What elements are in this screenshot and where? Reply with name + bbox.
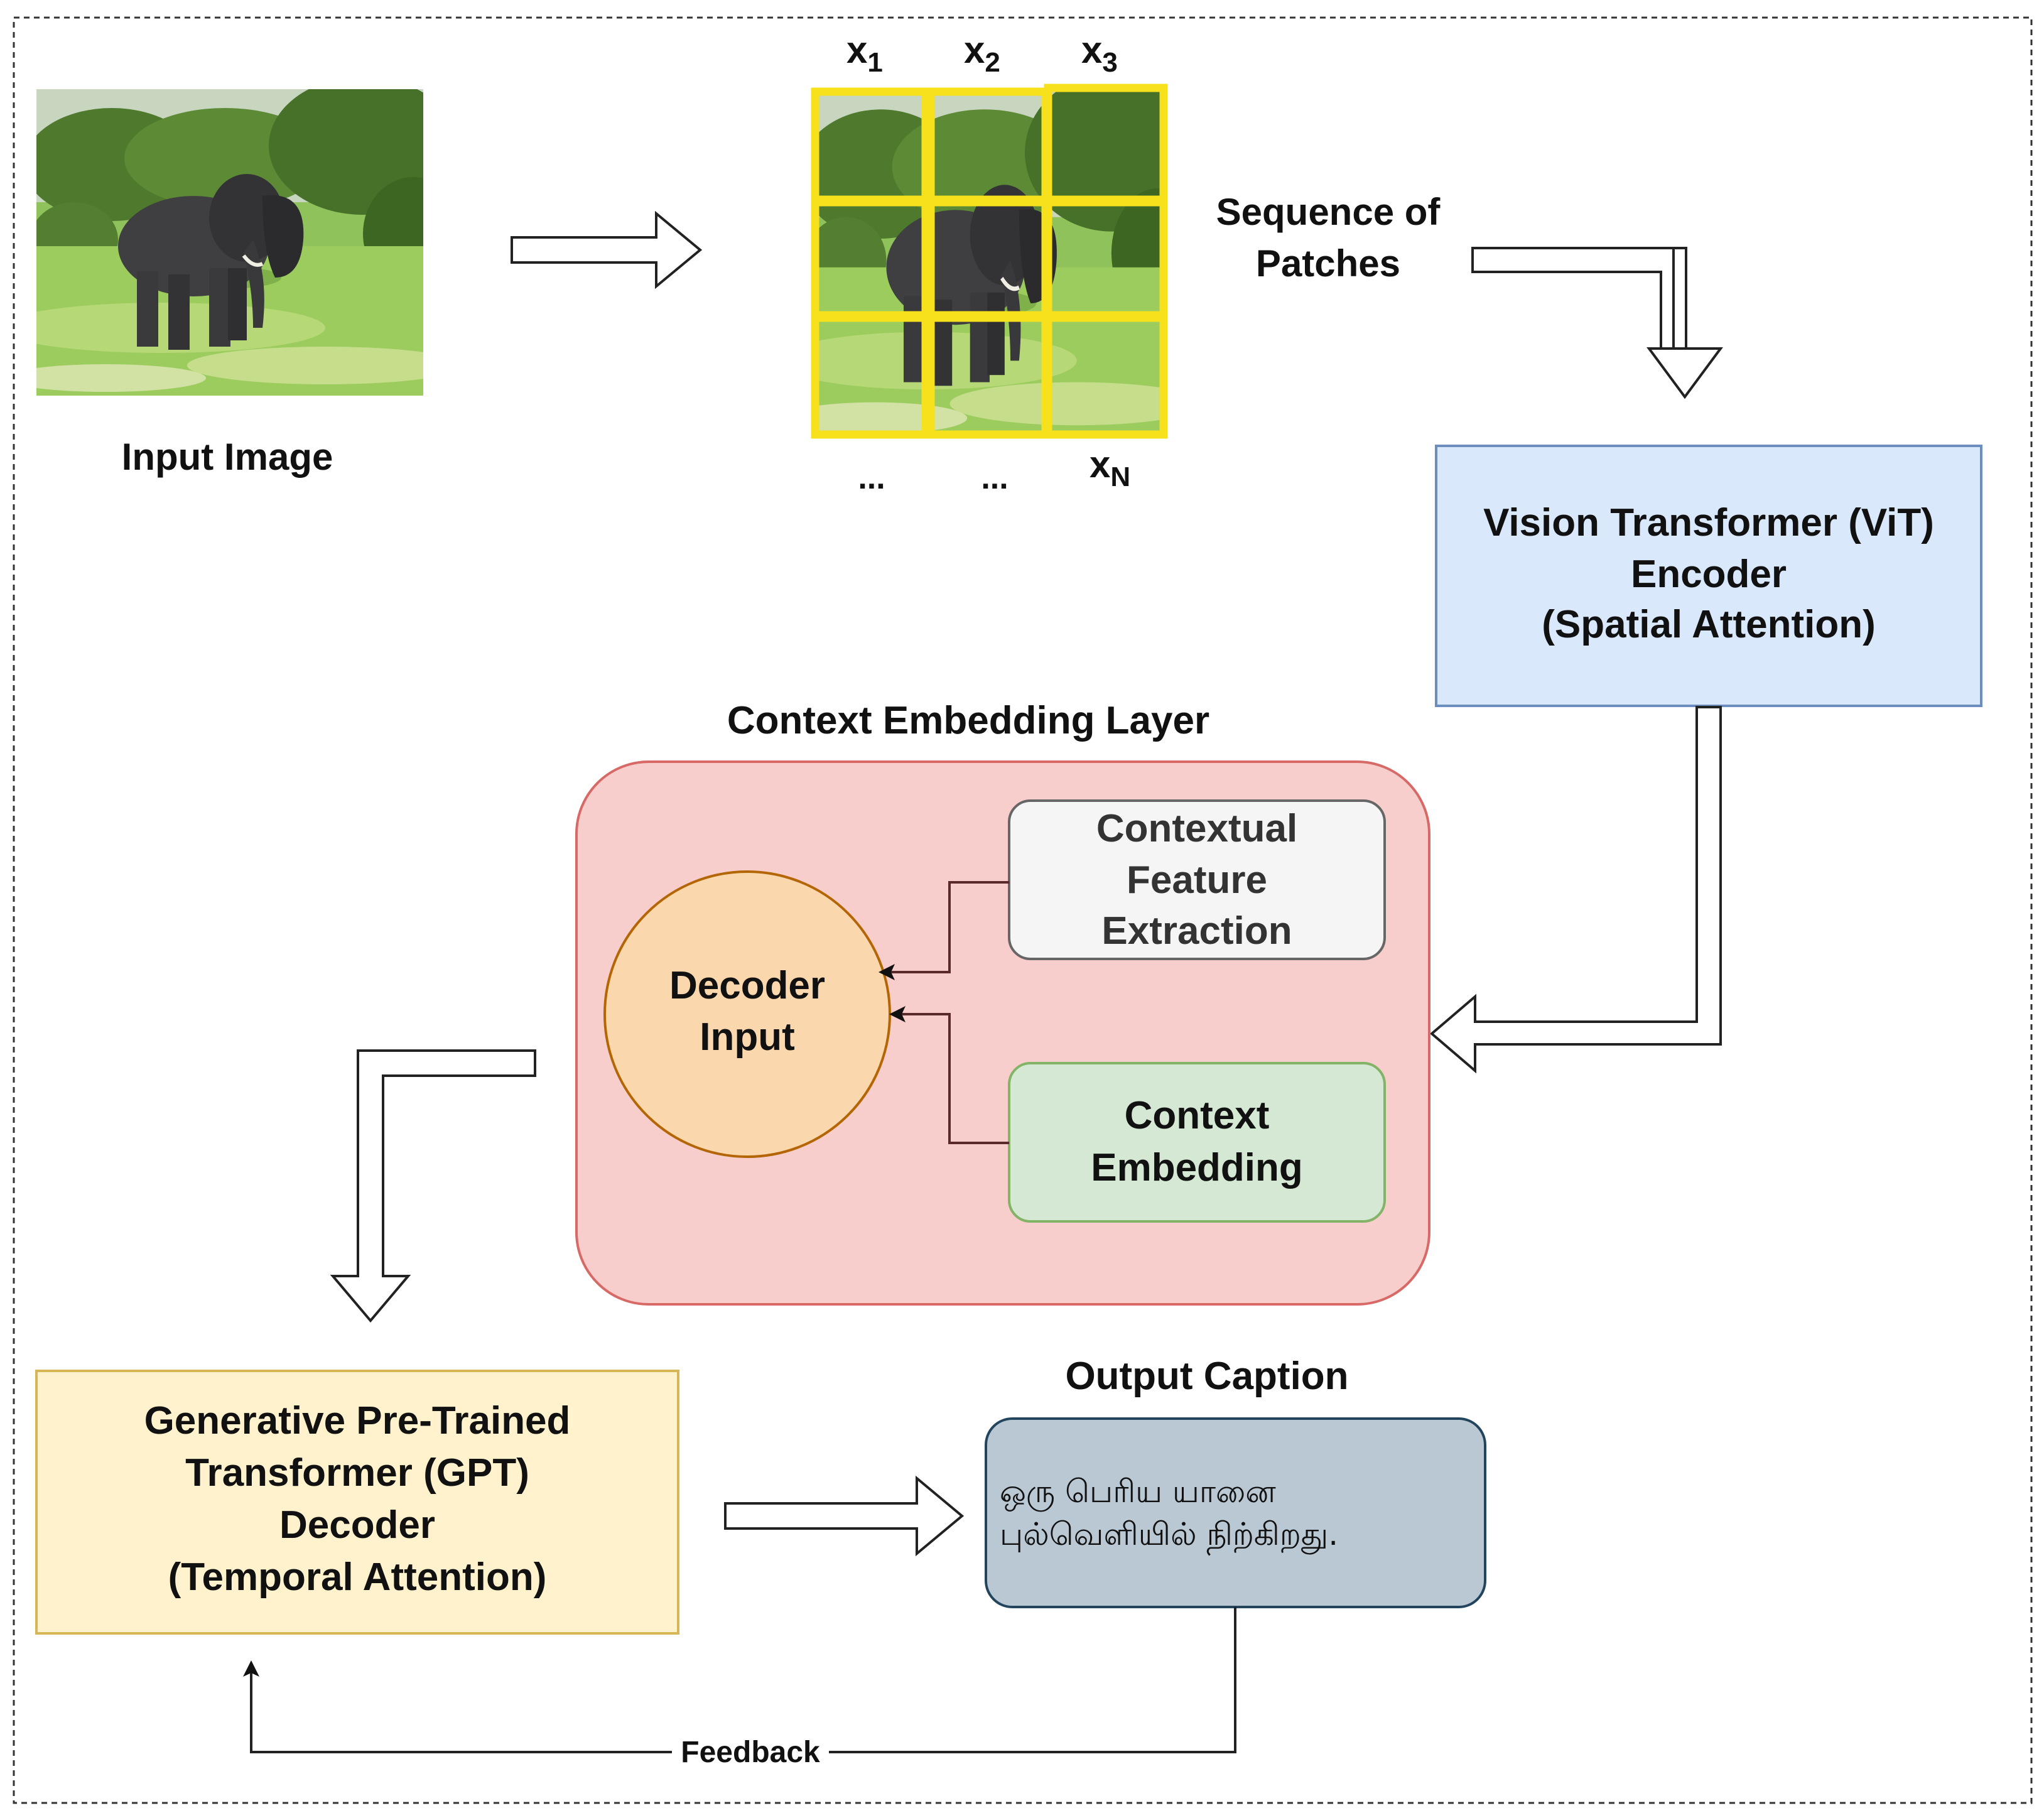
- feedback-label-bg: [672, 1734, 829, 1770]
- decoder-input-line2: Input: [700, 1015, 795, 1059]
- contextual-feature-line3: Extraction: [1101, 909, 1292, 953]
- decoder-input-node: [603, 870, 891, 1158]
- gpt-decoder-box: [35, 1370, 679, 1635]
- patch-label-xn: xN: [1090, 443, 1130, 492]
- patch-label-x1: x1: [846, 29, 883, 78]
- patch-grid: [811, 84, 1168, 439]
- patch-label-x2: x2: [964, 29, 1000, 78]
- arrow-gpt-to-output: [724, 1475, 965, 1557]
- arrow-image-to-patches: [511, 210, 703, 289]
- arrow-vit-to-context-layer: [1429, 706, 1722, 1074]
- connector-feature-to-decoder-input: [879, 881, 1009, 980]
- patch-label-ellipsis-1: ...: [858, 460, 885, 496]
- contextual-feature-extraction-box: [1008, 799, 1386, 960]
- patch-label-x3: x3: [1081, 29, 1118, 78]
- sequence-caption-line2: Patches: [1256, 242, 1400, 284]
- contextual-feature-line1: Contextual: [1096, 807, 1297, 850]
- input-image-photo: [0, 77, 463, 396]
- diagram-frame: [13, 16, 2033, 1804]
- context-embedding-line2: Embedding: [1091, 1146, 1303, 1189]
- sequence-caption-line1: Sequence of: [1216, 191, 1441, 233]
- gpt-decoder-line1: Generative Pre-Trained: [144, 1399, 571, 1442]
- context-layer-title: Context Embedding Layer: [727, 699, 1209, 742]
- contextual-feature-line2: Feature: [1127, 858, 1267, 902]
- patch-label-ellipsis-2: ...: [981, 460, 1008, 496]
- gpt-decoder-line3: Decoder: [279, 1503, 435, 1547]
- vit-encoder-line2: Encoder: [1631, 553, 1787, 596]
- output-caption-title: Output Caption: [1065, 1355, 1348, 1398]
- arrow-patches-to-vit: [1471, 247, 1723, 399]
- gpt-decoder-line4: (Temporal Attention): [168, 1556, 547, 1599]
- gpt-decoder-line2: Transformer (GPT): [185, 1451, 529, 1495]
- context-embedding-box: [1008, 1062, 1386, 1223]
- vit-encoder-line3: (Spatial Attention): [1542, 603, 1876, 646]
- vit-encoder-line1: Vision Transformer (ViT): [1483, 501, 1934, 544]
- output-caption-box: [985, 1417, 1486, 1608]
- vit-encoder-box: [1435, 445, 1982, 707]
- output-caption-line1: ஒரு பெரிய யானை: [1000, 1473, 1276, 1512]
- arrow-context-layer-to-gpt: [330, 1049, 536, 1323]
- output-caption-line2: புல்வெளியில் நிற்கிறது.: [1000, 1516, 1338, 1556]
- context-embedding-line1: Context: [1125, 1094, 1270, 1137]
- connector-embedding-to-decoder-input: [889, 1006, 1009, 1144]
- feedback-label: Feedback: [681, 1736, 820, 1769]
- decoder-input-line1: Decoder: [669, 964, 825, 1007]
- input-image-label: Input Image: [122, 436, 333, 478]
- patch-grid-lines: [811, 84, 1168, 439]
